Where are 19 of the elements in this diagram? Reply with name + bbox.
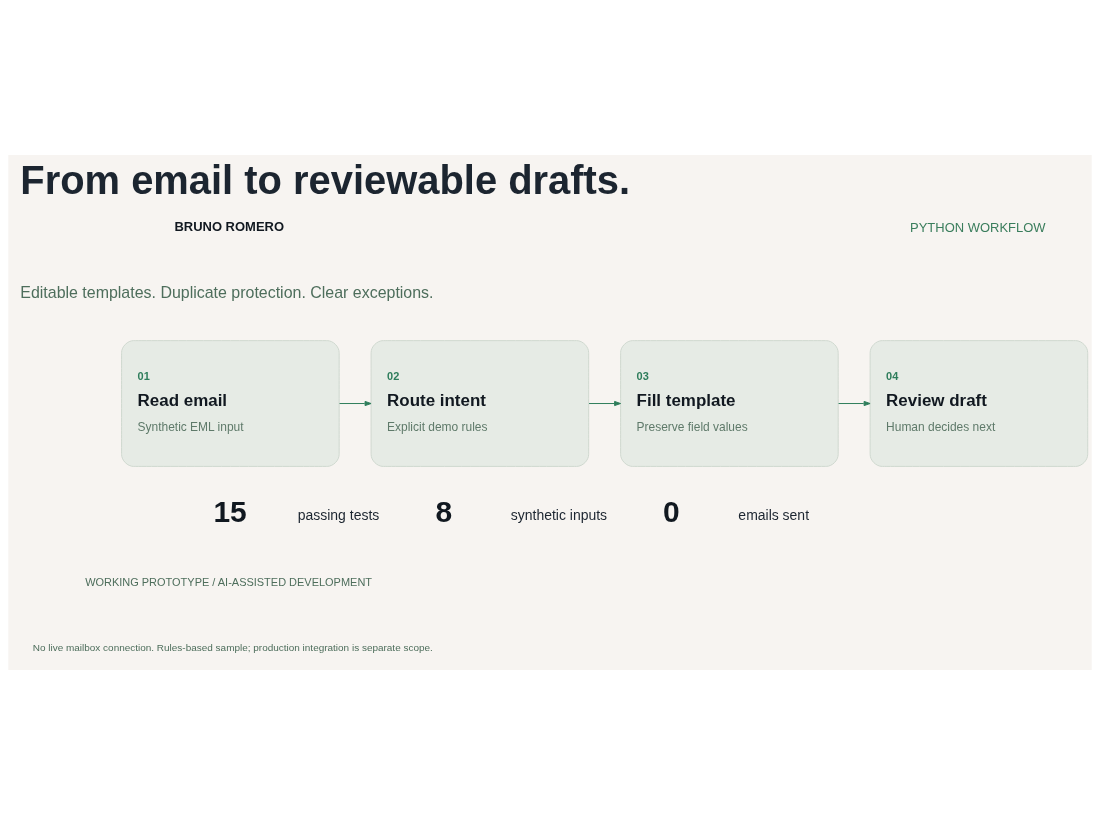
node-box: 02 Route intent Explicit demo rules bbox=[370, 340, 590, 467]
arrow bbox=[838, 400, 871, 407]
node-box: 04 Review draft Human decides next bbox=[869, 340, 1089, 467]
label: emails sent bbox=[738, 506, 810, 523]
label: 0 bbox=[663, 495, 680, 529]
arrow bbox=[339, 400, 372, 407]
label: passing tests bbox=[297, 506, 380, 523]
label: Editable templates. Duplicate protection. Clear exceptions. bbox=[20, 283, 434, 301]
label: 8 bbox=[435, 495, 453, 529]
node-box: 01 Read email Synthetic EML input bbox=[121, 340, 340, 467]
node-box: 03 Fill template Preserve field values bbox=[620, 340, 839, 467]
label: synthetic inputs bbox=[510, 506, 608, 523]
label: PYTHON WORKFLOW bbox=[910, 220, 1046, 236]
label: 15 bbox=[213, 495, 247, 529]
label: WORKING PROTOTYPE / AI-ASSISTED DEVELOPMENT bbox=[85, 575, 373, 588]
label: BRUNO ROMERO bbox=[174, 219, 284, 235]
label: No live mailbox connection. Rules-based sample; production integration is separate scope. bbox=[32, 641, 433, 653]
arrow bbox=[588, 400, 622, 407]
diagram-title: From email to reviewable drafts. bbox=[20, 157, 631, 202]
